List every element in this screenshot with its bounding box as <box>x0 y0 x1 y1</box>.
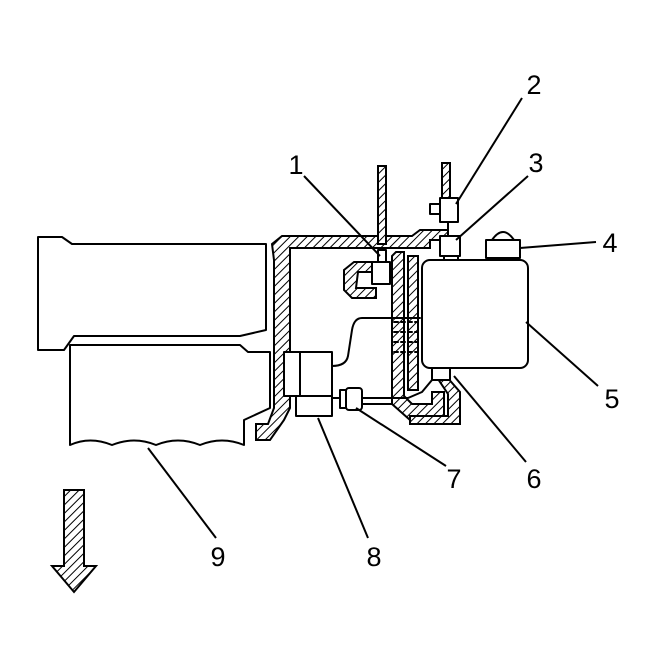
lower-bracket-rail <box>409 375 461 425</box>
sensor-1-body <box>371 261 391 285</box>
callout-5: 5 <box>604 384 619 414</box>
upper-rod-left <box>377 165 387 245</box>
engine-block-upper <box>37 236 267 351</box>
sensor-mount-ledge <box>343 261 377 299</box>
cap-4-dome <box>491 231 515 241</box>
callout-7: 7 <box>446 464 461 494</box>
callout-8: 8 <box>366 542 381 572</box>
fitting-7-nut <box>345 387 363 411</box>
down-arrow-icon <box>49 489 99 594</box>
wire-harness <box>331 317 421 367</box>
connector-6 <box>431 367 451 381</box>
upper-rod-right <box>441 162 451 201</box>
cap-4 <box>485 239 521 259</box>
callout-2: 2 <box>526 70 541 100</box>
oil-pan <box>69 344 271 446</box>
pump-8-base <box>295 395 333 417</box>
callout-9: 9 <box>210 542 225 572</box>
pump-8-body <box>283 351 333 397</box>
sensor-1-cap <box>377 249 387 263</box>
leader-lines <box>147 97 599 539</box>
callout-6: 6 <box>526 464 541 494</box>
module-5-body <box>421 259 529 369</box>
bracket-slots <box>393 321 419 353</box>
callout-4: 4 <box>602 228 617 258</box>
inner-bracket-wall <box>407 255 419 391</box>
inner-bracket-channel <box>391 251 445 421</box>
callout-3: 3 <box>528 148 543 178</box>
fitting-2-body <box>439 197 459 223</box>
tube-to-module <box>361 379 433 399</box>
bracket-frame <box>255 229 449 441</box>
fitting-2-side <box>429 203 441 215</box>
callout-1: 1 <box>288 150 303 180</box>
